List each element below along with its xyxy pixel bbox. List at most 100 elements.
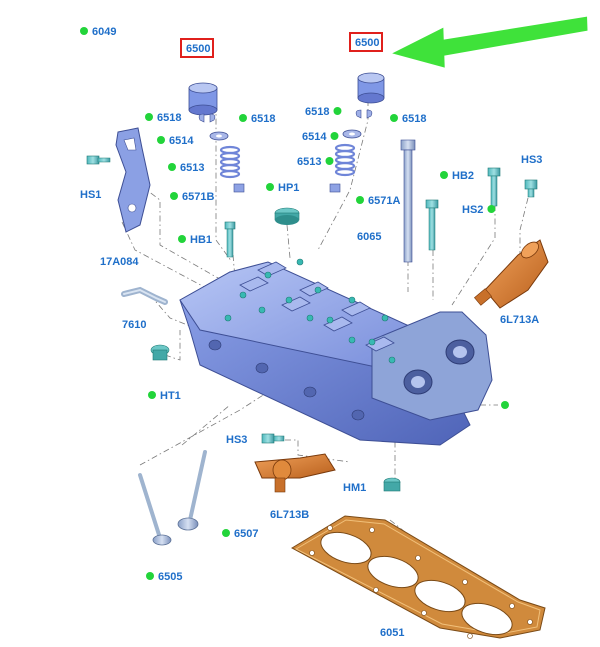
part-label-6514-r: 6514 (302, 131, 339, 143)
part-number-text: HS3 (226, 434, 247, 446)
bolt-hb2 (487, 167, 501, 207)
highlight-box-right (349, 32, 383, 52)
part-number-text: HS2 (462, 204, 483, 216)
part-label-6514-l: 6514 (157, 135, 194, 147)
part-labels: 6049 6500 6500 6518 6518 6518 6518 6514 6514 6513… (80, 26, 542, 639)
part-number-text: HB2 (452, 170, 474, 182)
part-label-hb1: HB1 (178, 234, 212, 246)
fastener-dot-icon (356, 196, 364, 204)
fastener-dot-icon (333, 107, 342, 115)
part-number-text: 6505 (158, 571, 182, 583)
tappet-6500-left (188, 82, 218, 116)
bolt-hs2 (425, 199, 439, 251)
part-number-text: 6513 (297, 156, 321, 168)
part-label-6500-left: 6500 (186, 43, 210, 55)
part-number-text: 6571B (182, 191, 214, 203)
tappet-6500-right (357, 72, 385, 104)
bolt-hs3-mid (261, 433, 285, 444)
part-number-text: HS3 (521, 154, 542, 166)
part-number-text: HB1 (190, 234, 212, 246)
fastener-dot-icon (170, 192, 178, 200)
part-number-text: HM1 (343, 482, 366, 494)
part-number-text: 6514 (169, 135, 194, 147)
part-number-text: HS1 (80, 189, 101, 201)
part-number-text: 6L713A (500, 314, 539, 326)
fastener-dot-icon (266, 183, 274, 191)
highlight-box-left (180, 38, 214, 58)
fastener-dot-icon (390, 114, 398, 122)
bolt-hb1 (224, 221, 236, 258)
fastener-dot-icon (330, 132, 339, 140)
head-bolts-installed (224, 258, 396, 364)
part-number-text: 6571A (368, 195, 400, 207)
gasket-bores (320, 531, 513, 636)
part-number-text: 6500 (355, 37, 379, 49)
head-bolt-6065 (400, 139, 416, 263)
part-number-text: 6518 (402, 113, 426, 125)
part-label-hs1: HS1 (80, 189, 101, 201)
part-label-6571b: 6571B (170, 191, 214, 203)
part-label-6l713b: 6L713B (270, 509, 309, 521)
tube-7610 (121, 286, 168, 305)
part-label-ht1: HT1 (148, 390, 181, 402)
part-label-6518-rr: 6518 (390, 113, 426, 125)
part-label-hs3-top: HS3 (521, 154, 542, 166)
part-number-text: 6513 (180, 162, 204, 174)
fastener-dot-icon (157, 136, 165, 144)
head-gasket (290, 515, 546, 639)
part-label-hm1: HM1 (343, 482, 366, 494)
part-label-6518-ll: 6518 (145, 112, 181, 124)
part-label-hs2: HS2 (462, 204, 496, 216)
part-label-6500-right: 6500 (355, 37, 379, 49)
valve-stack-left (188, 82, 245, 193)
part-label-6049: 6049 (80, 26, 116, 38)
lifting-bracket (115, 127, 151, 233)
fastener-dot-icon (148, 391, 156, 399)
part-label-6507: 6507 (222, 528, 258, 540)
part-number-text: 6518 (157, 112, 181, 124)
part-label-6505: 6505 (146, 571, 182, 583)
part-label-6571a: 6571A (356, 195, 400, 207)
fastener-dot-icon (325, 157, 334, 165)
fastener-dot-icon (487, 205, 496, 213)
part-number-text: 6518 (305, 106, 329, 118)
part-label-hb2: HB2 (440, 170, 474, 182)
part-label-hp1: HP1 (266, 182, 299, 194)
fastener-dot-icon (239, 114, 247, 122)
part-number-text: 6500 (186, 43, 210, 55)
valve-stack-right (329, 72, 385, 193)
part-label-6065: 6065 (357, 231, 381, 243)
cylinder-head (179, 258, 493, 446)
highlight-boxes (180, 32, 383, 58)
solenoid-6l713a (474, 239, 549, 309)
sensor-ht1 (150, 344, 170, 361)
plug-hm1 (383, 477, 401, 492)
part-label-6051: 6051 (380, 627, 404, 639)
part-number-text: 6L713B (270, 509, 309, 521)
bolt-hs3-top (524, 179, 538, 198)
part-label-7610: 7610 (122, 319, 146, 331)
part-label-6518-rl: 6518 (305, 106, 342, 118)
part-label-6513-l: 6513 (168, 162, 204, 174)
plug-hp1 (274, 207, 300, 225)
part-label-17a084: 17A084 (100, 256, 139, 268)
fastener-dot-icon (222, 529, 230, 537)
part-number-text: 6514 (302, 131, 327, 143)
highlight-arrow (392, 16, 588, 68)
fastener-dot-icon (178, 235, 186, 243)
bolt-hs1 (86, 155, 111, 165)
fasteners (86, 139, 538, 492)
part-number-text: 6065 (357, 231, 381, 243)
fastener-dot-icon (146, 572, 154, 580)
valves (138, 450, 207, 546)
part-number-text: 6518 (251, 113, 275, 125)
part-label-hs3-mid: HS3 (226, 434, 247, 446)
part-number-text: 6049 (92, 26, 116, 38)
part-number-text: 17A084 (100, 256, 139, 268)
part-number-text: 6051 (380, 627, 404, 639)
part-number-text: 6507 (234, 528, 258, 540)
part-number-text: HP1 (278, 182, 299, 194)
part-label-6518-lr: 6518 (239, 113, 275, 125)
fastener-dot-icon (145, 113, 153, 121)
